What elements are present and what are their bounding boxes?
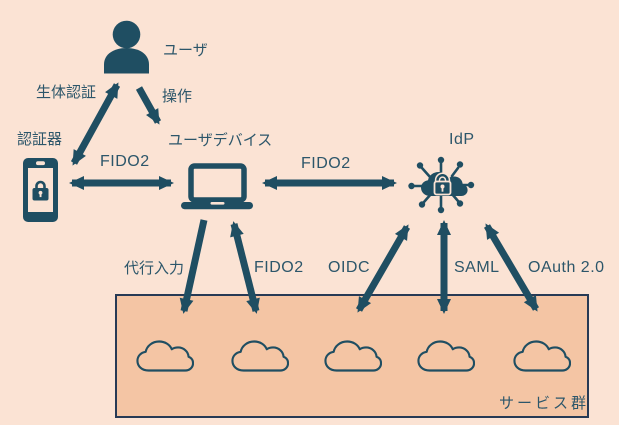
- services-group-label: サービス群: [499, 395, 590, 412]
- biometric-label: 生体認証: [36, 84, 97, 101]
- operation-label: 操作: [162, 88, 193, 105]
- service-cloud-4: [417, 340, 475, 372]
- fido2-device-service-label: FIDO2: [254, 259, 304, 276]
- user-label: ユーザ: [163, 42, 208, 59]
- service-cloud-3: [324, 340, 382, 372]
- idp-network-icon: [408, 156, 475, 214]
- user-icon: [104, 20, 149, 74]
- idp-label: IdP: [449, 131, 475, 148]
- service-cloud-2: [231, 340, 289, 372]
- authenticator-phone-icon: [23, 158, 58, 222]
- oidc-arrow: [355, 224, 411, 313]
- service-cloud-5: [513, 340, 571, 372]
- fido2-device-idp-label: FIDO2: [301, 155, 351, 172]
- saml-label: SAML: [454, 259, 500, 276]
- services-group-box: [115, 294, 589, 418]
- biometric-arrow: [70, 82, 121, 166]
- user-device-label: ユーザデバイス: [168, 132, 273, 149]
- oidc-label: OIDC: [328, 259, 370, 276]
- oauth-label: OAuth 2.0: [528, 259, 605, 276]
- laptop-icon: [181, 163, 253, 210]
- fido2-device-service-arrow: [230, 221, 260, 314]
- service-cloud-1: [136, 340, 194, 372]
- operation-arrow: [135, 86, 162, 125]
- proxy-input-label: 代行入力: [124, 260, 185, 277]
- proxy-input-arrow: [179, 219, 208, 314]
- fido2-authenticator-device-label: FIDO2: [100, 153, 150, 170]
- authenticator-label: 認証器: [17, 131, 63, 148]
- oauth-arrow: [483, 223, 540, 312]
